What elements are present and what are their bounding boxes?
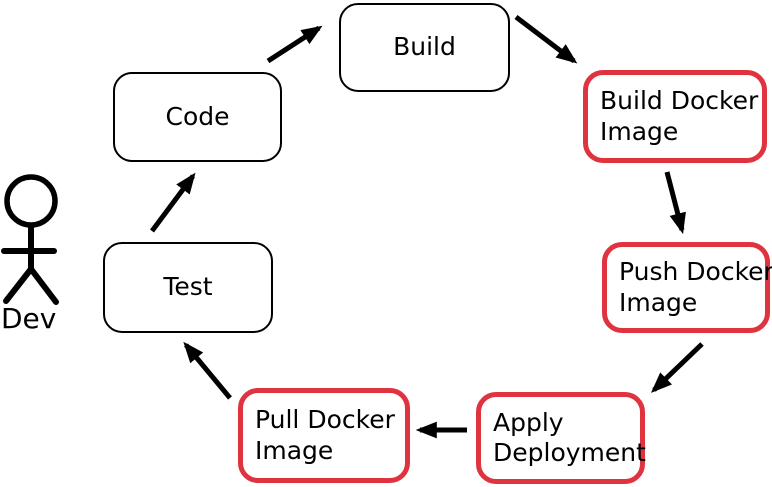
node-build-docker-image-label-line1: Build Docker	[600, 86, 759, 115]
node-test-label: Test	[163, 272, 213, 302]
stick-figure-right-leg	[28, 266, 59, 305]
node-pull-docker-image-label-line1: Pull Docker	[255, 405, 395, 434]
node-build-label: Build	[393, 32, 456, 62]
arrow-code-to-build	[266, 25, 323, 64]
arrow-build-docker-image-to-push-docker-image	[664, 171, 686, 235]
arrow-push-docker-image-to-apply-deployment	[650, 342, 704, 393]
node-code-label: Code	[165, 101, 230, 131]
arrow-pull-docker-image-to-test	[183, 341, 232, 400]
node-apply-deployment-label-line1: Apply	[493, 407, 564, 437]
dev-actor-label: Dev	[1, 302, 57, 335]
arrow-build-to-build-docker-image	[514, 15, 578, 64]
node-push-docker-image-label-line1: Push Docker	[619, 257, 772, 286]
arrow-test-to-code	[149, 172, 196, 233]
node-build-docker-image: Build Docker Image	[583, 70, 767, 163]
node-build: Build	[339, 3, 510, 92]
stick-figure-head	[4, 174, 58, 228]
node-push-docker-image: Push Docker Image	[602, 242, 772, 333]
node-apply-deployment-label-line2: Deployment	[493, 438, 646, 467]
dev-actor-icon	[1, 174, 59, 305]
stick-figure-left-leg	[3, 266, 34, 304]
node-test: Test	[103, 242, 273, 333]
node-apply-deployment: Apply Deployment	[476, 392, 646, 484]
node-push-docker-image-label-line2: Image	[619, 287, 698, 317]
node-build-docker-image-label-line2: Image	[600, 116, 679, 146]
node-code: Code	[113, 72, 282, 162]
node-pull-docker-image: Pull Docker Image	[238, 388, 410, 483]
node-pull-docker-image-label-line2: Image	[255, 435, 334, 465]
